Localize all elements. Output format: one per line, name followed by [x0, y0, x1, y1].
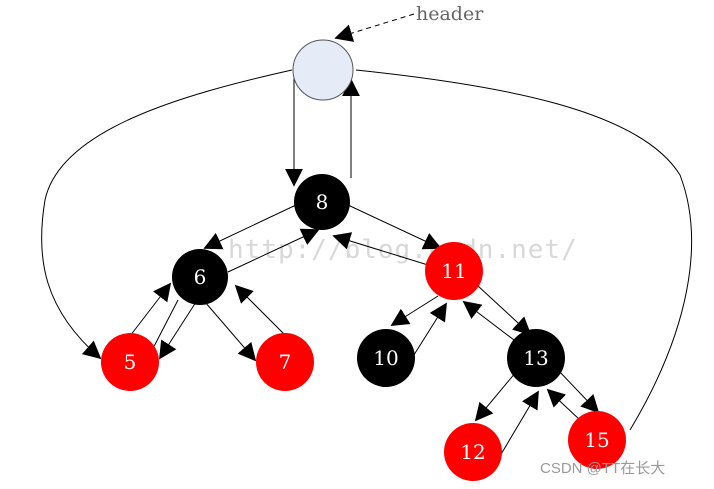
header-node: [292, 39, 354, 101]
node-13: 13: [507, 329, 565, 387]
node-5-label: 5: [124, 350, 137, 374]
edge-13-to-12: [474, 371, 517, 422]
watermark-text: http://blog.csdn.net/: [228, 235, 578, 265]
header-label: header: [416, 3, 484, 25]
header-pointer-arrow: [334, 13, 415, 42]
edge-12-to-13: [499, 390, 539, 457]
credit-text: CSDN @TT在长大: [540, 460, 665, 477]
node-7-circle: [256, 333, 314, 391]
edge-15-to-13: [546, 388, 581, 421]
node-12: 12: [444, 423, 502, 481]
node-10-label: 10: [373, 346, 398, 370]
edge-11-to-8: [332, 232, 429, 266]
edge-8-to-11: [347, 204, 442, 250]
node-10-circle: [357, 329, 415, 387]
node-15: 15: [568, 411, 626, 469]
node-8: 8: [294, 174, 350, 230]
edge-13-to-11: [462, 300, 515, 341]
edge-6-to-8: [227, 228, 320, 273]
node-7-label: 7: [279, 350, 292, 374]
header-node-circle: [292, 39, 354, 101]
node-15-circle: [568, 411, 626, 469]
node-5: 5: [101, 333, 159, 391]
edge-6-to-5: [159, 301, 197, 360]
node-13-label: 13: [523, 346, 548, 370]
node-11-label: 11: [441, 259, 466, 283]
edge-8-to-6: [203, 204, 297, 250]
edge-11-to-13: [477, 285, 532, 336]
node-13-circle: [507, 329, 565, 387]
edge-11-to-10: [390, 295, 439, 326]
edge-5-to-6: [129, 282, 172, 337]
leftmost-link: [41, 69, 293, 360]
node-11-circle: [425, 242, 483, 300]
node-15-label: 15: [584, 428, 609, 452]
rightmost-link: [355, 69, 693, 431]
node-6-label: 6: [194, 265, 207, 289]
node-12-label: 12: [460, 440, 485, 464]
node-11: 11: [425, 242, 483, 300]
node-6-circle: [172, 249, 228, 305]
node-8-label: 8: [316, 190, 329, 214]
node-7: 7: [256, 333, 314, 391]
node-5-circle: [101, 333, 159, 391]
edge-10-to-11: [411, 302, 447, 359]
node-12-circle: [444, 423, 502, 481]
node-6: 6: [172, 249, 228, 305]
edge-13-to-15: [557, 369, 600, 414]
edge-6-to-7: [204, 301, 257, 362]
node-10: 10: [357, 329, 415, 387]
edge-7-to-6: [234, 284, 287, 337]
node-8-circle: [294, 174, 350, 230]
